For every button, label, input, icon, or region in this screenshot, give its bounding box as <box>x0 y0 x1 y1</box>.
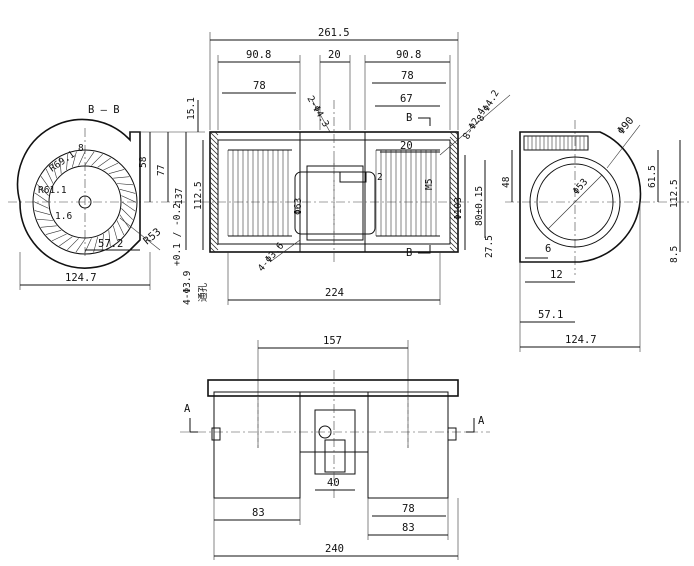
dim-83-left: 83 <box>252 507 265 519</box>
dim-78-bottom: 78 <box>402 503 415 515</box>
dim-8-5: 8.5 <box>669 246 680 263</box>
dim-78-right: 78 <box>401 70 414 82</box>
front-view: 261.5 90.8 20 90.8 78 78 67 2-Φ4.3 8-Φ2.… <box>172 27 511 305</box>
flange-ribs <box>527 136 585 150</box>
dim-8: 8 <box>78 143 84 154</box>
dim-phi-63: Φ63 <box>293 198 304 215</box>
bottom-view: 157 A A 40 83 78 83 240 <box>180 335 490 560</box>
dim-15-1: 15.1 <box>186 97 197 120</box>
dim-4-phi-3-6: 4-Φ3.6 <box>256 240 287 274</box>
dim-vent-note: 通孔 <box>198 282 209 302</box>
dim-2-phi-4-3: 2-Φ4.3 <box>304 94 331 129</box>
dim-112-5-right: 112.5 <box>669 179 680 208</box>
dim-vent-holes: 4-Φ3.9 <box>182 270 193 305</box>
dim-2-small: 2 <box>377 172 383 183</box>
dim-61-5: 61.5 <box>647 165 658 188</box>
dim-261-5: 261.5 <box>318 27 350 39</box>
section-bb-label: B — B <box>88 104 120 116</box>
impeller-wheel-left <box>227 149 292 237</box>
dim-phi-103: Φ103 <box>453 197 464 220</box>
dim-90-8-right: 90.8 <box>396 49 421 61</box>
impeller-blades <box>33 150 137 254</box>
right-side-view: Φ90 Φ53 48 61.5 112.5 8.5 124.7 57.1 12 … <box>501 115 690 352</box>
dim-80: 80±0.15 <box>474 186 485 226</box>
dim-240: 240 <box>325 543 344 555</box>
dim-40: 40 <box>327 477 340 489</box>
dim-57-1: 57.1 <box>538 309 563 321</box>
dim-48: 48 <box>501 176 512 188</box>
dim-1-6: 1.6 <box>55 211 72 222</box>
dim-58: 58 <box>138 156 149 168</box>
dim-6: 6 <box>545 243 551 255</box>
volute-housing <box>16 118 141 269</box>
side-plate-hatch-right <box>449 131 459 253</box>
dim-phi-53: Φ53 <box>571 177 590 197</box>
dim-m5: M5 <box>424 179 435 190</box>
inlet-ring-outer <box>529 156 621 248</box>
impeller-outer <box>32 149 138 255</box>
side-plate-hatch-left <box>209 131 219 253</box>
dim-20-right: 20 <box>400 140 413 152</box>
dim-12: 12 <box>550 269 563 281</box>
dim-90-8-left: 90.8 <box>246 49 271 61</box>
dim-27-5: 27.5 <box>484 235 495 258</box>
dim-124-7-left: 124.7 <box>65 272 97 284</box>
dim-157: 157 <box>323 335 342 347</box>
dim-r61-1: R61.1 <box>38 185 67 196</box>
motor-body <box>294 171 376 235</box>
dim-67: 67 <box>400 93 413 105</box>
inlet-ring-inner <box>536 163 614 241</box>
dim-78-left: 78 <box>253 80 266 92</box>
section-b-upper: B <box>406 112 412 124</box>
dim-20-top: 20 <box>328 49 341 61</box>
dim-77: 77 <box>156 165 167 176</box>
dim-137: 137 <box>174 188 185 205</box>
section-a-left: A <box>184 403 191 415</box>
dim-112-5-left: 112.5 <box>193 181 204 210</box>
bottom-housing-outline <box>207 379 459 397</box>
section-b-lower: B <box>406 247 412 259</box>
dim-83-right: 83 <box>402 522 415 534</box>
section-a-right: A <box>478 415 485 427</box>
dim-124-7-right: 124.7 <box>565 334 597 346</box>
impeller-wheel-right <box>375 149 440 237</box>
dim-vent-tolerance: +0.1 / -0.2 <box>172 203 183 266</box>
dim-r69-1: R69.1 <box>47 149 77 175</box>
impeller-inner <box>48 165 122 239</box>
dim-57-2: 57.2 <box>98 238 123 250</box>
dim-224: 224 <box>325 287 344 299</box>
